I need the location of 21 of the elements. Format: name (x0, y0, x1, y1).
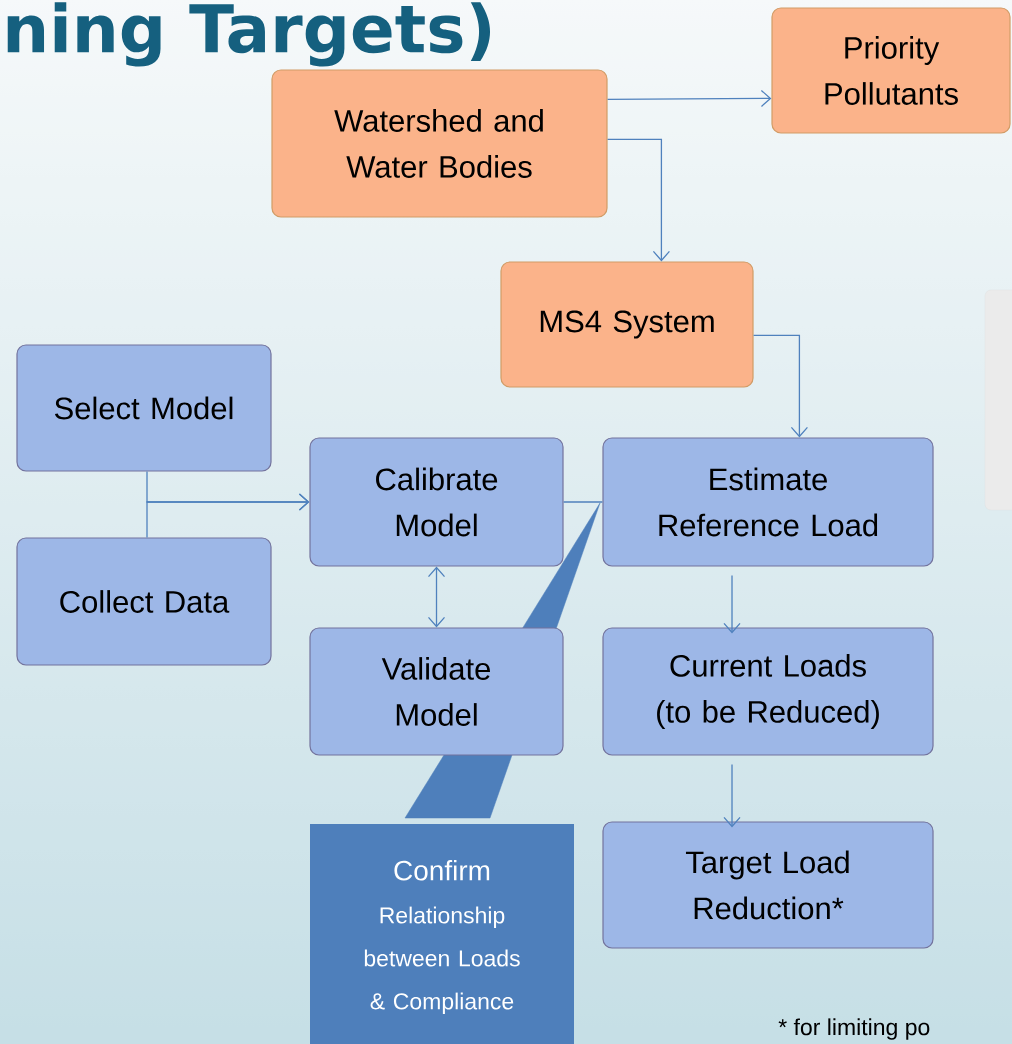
arrow (723, 574, 741, 634)
process-box: Priority Pollutants (771, 7, 1011, 134)
process-box: Validate Model (309, 627, 564, 756)
arrow (723, 763, 741, 828)
process-box: Watershed and Water Bodies (271, 69, 608, 218)
arrow (146, 493, 310, 539)
process-box: Calibrate Model (309, 437, 564, 567)
process-box: Select Model (16, 344, 272, 472)
arrow (606, 138, 671, 262)
process-box: MS4 System (500, 261, 754, 388)
title: ning Targets) (7, 2, 490, 67)
footnote: * for limiting po (778, 1018, 930, 1040)
process-box: Current Loads (to be Reduced) (602, 627, 934, 756)
arrow (752, 334, 809, 438)
process-box: Target Load Reduction* (602, 821, 934, 949)
callout-box: Confirm Relationship between Loads & Compliance (310, 824, 574, 1044)
process-box: Estimate Reference Load (602, 437, 934, 567)
arrow (606, 89, 772, 108)
connector-line (562, 501, 604, 503)
process-box: Collect Data (16, 537, 272, 666)
arrow (427, 566, 446, 628)
